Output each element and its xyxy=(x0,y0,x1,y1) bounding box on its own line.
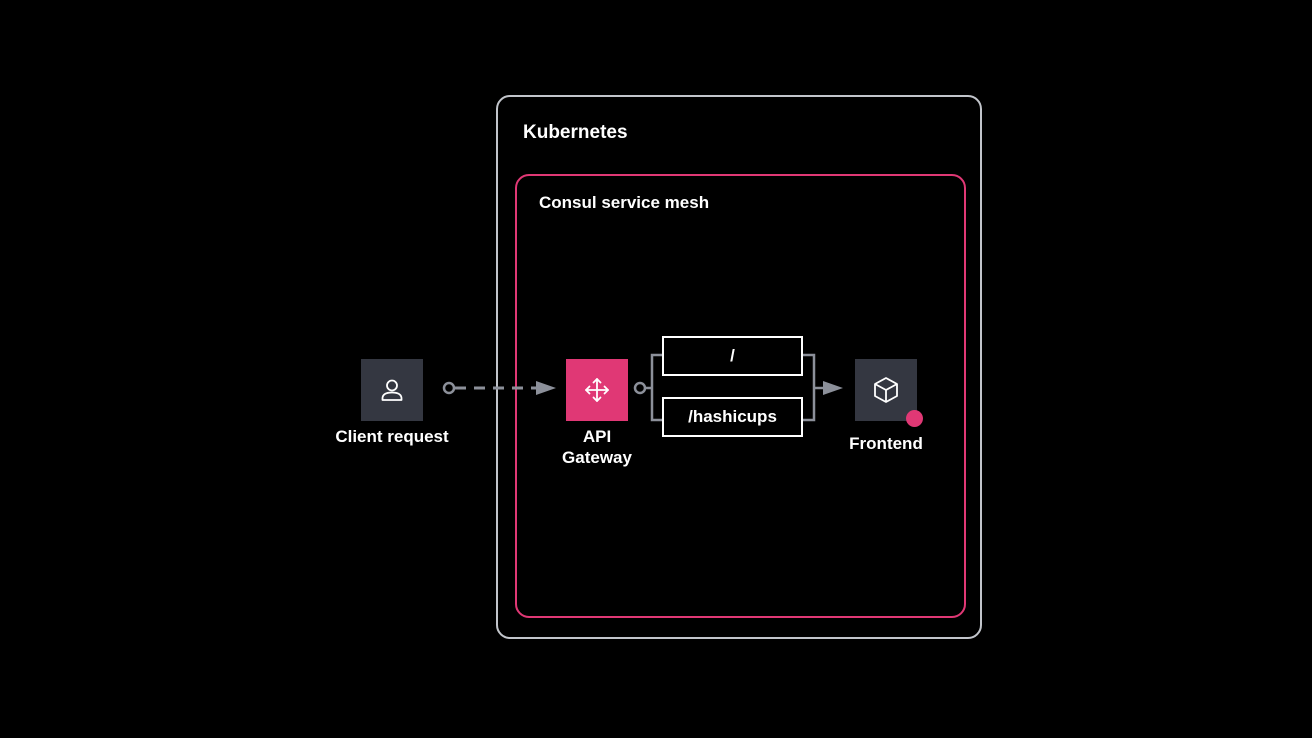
api-gateway-node xyxy=(566,359,628,421)
kubernetes-label: Kubernetes xyxy=(523,122,628,143)
kubernetes-boundary xyxy=(496,95,982,639)
cube-icon xyxy=(874,377,898,403)
consul-mesh-label: Consul service mesh xyxy=(539,193,710,212)
route-hashicups: /hashicups xyxy=(662,397,803,437)
routes-right-bracket xyxy=(803,353,816,422)
api-gateway-label: API Gateway xyxy=(562,427,632,467)
client-request-node xyxy=(361,359,423,421)
user-icon xyxy=(381,379,403,401)
client-to-gateway-arrowhead xyxy=(536,381,556,395)
move-arrows-icon xyxy=(585,378,609,402)
gateway-connector-start xyxy=(633,381,647,395)
consul-mesh-boundary xyxy=(515,174,966,618)
routes-to-frontend-arrowhead xyxy=(823,381,843,395)
frontend-label: Frontend xyxy=(849,434,923,453)
frontend-node xyxy=(855,359,917,421)
client-connector-start xyxy=(442,381,456,395)
routes-left-bracket xyxy=(650,353,662,422)
client-request-label: Client request xyxy=(335,427,449,446)
frontend-status-dot xyxy=(906,410,923,427)
route-root: / xyxy=(662,336,803,376)
